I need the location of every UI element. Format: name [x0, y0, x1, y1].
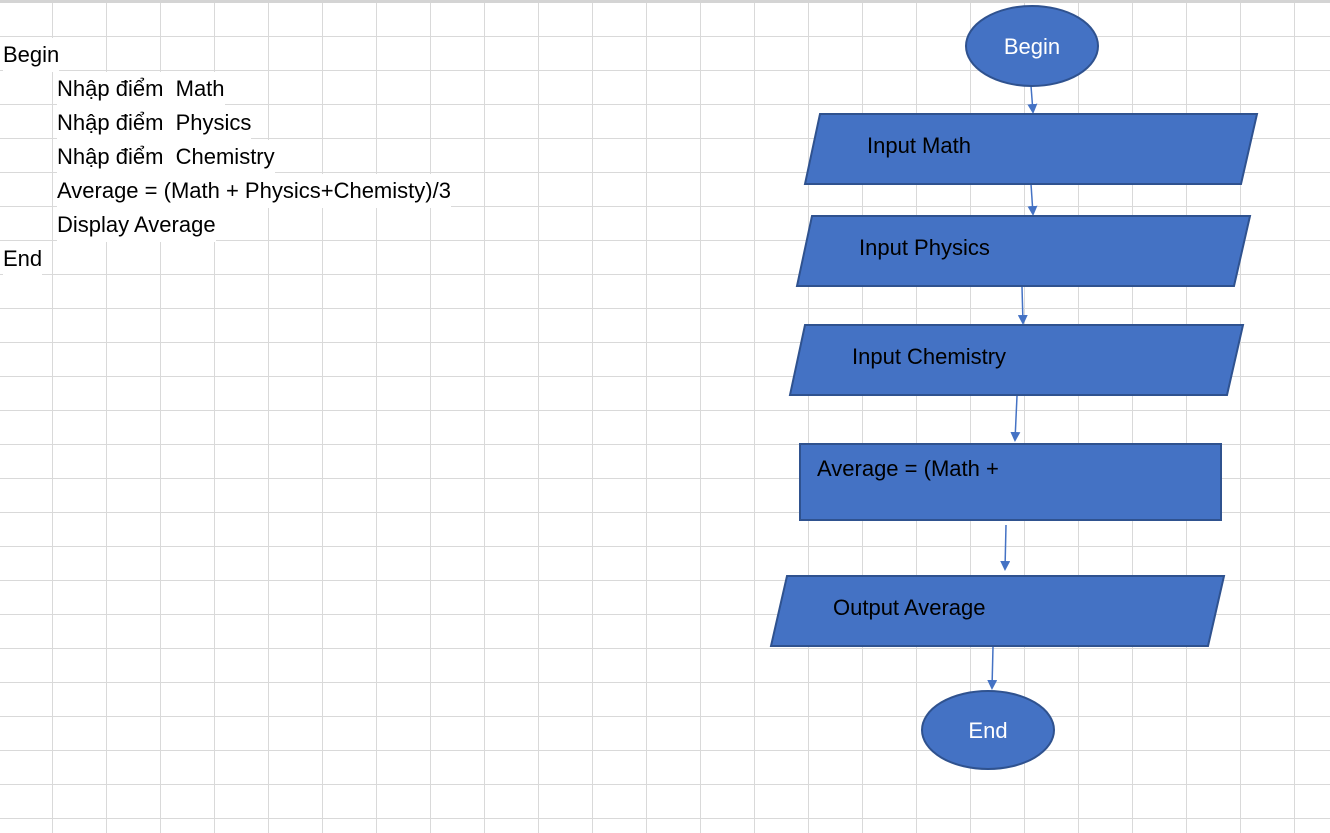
input-physics-shape[interactable]: Input Physics	[795, 215, 1252, 287]
connector-begin-to-math[interactable]	[1027, 85, 1038, 114]
connector-average-to-output[interactable]	[1000, 524, 1011, 571]
average-process-label: Average = (Math +	[817, 456, 999, 481]
pseudocode-input-chemistry[interactable]: Nhập điểm Chemistry	[57, 140, 275, 174]
input-chemistry-shape[interactable]: Input Chemistry	[788, 324, 1245, 396]
input-chemistry-label: Input Chemistry	[852, 344, 1006, 369]
connector-physics-to-chemistry[interactable]	[1017, 286, 1028, 325]
connector-output-to-end[interactable]	[987, 646, 998, 690]
pseudocode-display[interactable]: Display Average	[57, 208, 216, 242]
average-process-shape[interactable]: Average = (Math +	[799, 443, 1222, 521]
end-terminator[interactable]: End	[921, 690, 1055, 770]
pseudocode-input-physics[interactable]: Nhập điểm Physics	[57, 106, 252, 140]
pseudocode-average[interactable]: Average = (Math + Physics+Chemisty)/3	[57, 174, 451, 208]
pseudocode-input-math[interactable]: Nhập điểm Math	[57, 72, 225, 106]
connector-math-to-physics[interactable]	[1027, 183, 1038, 216]
pseudocode-end[interactable]: End	[3, 242, 43, 276]
pseudocode-begin[interactable]: Begin	[3, 38, 60, 72]
input-physics-label: Input Physics	[859, 235, 990, 260]
end-terminator-label: End	[968, 718, 1007, 743]
begin-terminator-label: Begin	[1004, 34, 1060, 59]
begin-terminator[interactable]: Begin	[965, 5, 1099, 87]
input-math-label: Input Math	[867, 133, 971, 158]
input-math-shape[interactable]: Input Math	[803, 113, 1259, 185]
output-average-label: Output Average	[833, 595, 986, 620]
header-divider	[0, 0, 1330, 3]
connector-chemistry-to-average[interactable]	[1010, 395, 1021, 442]
output-average-shape[interactable]: Output Average	[769, 575, 1226, 647]
